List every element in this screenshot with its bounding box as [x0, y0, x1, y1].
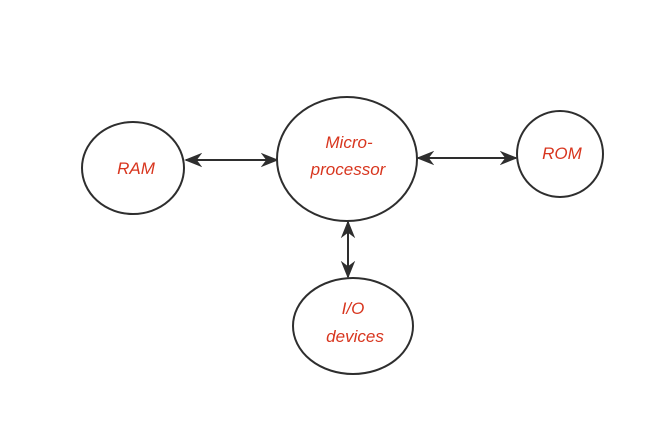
- node-rom: ROM: [516, 110, 604, 198]
- node-io: I/O devices: [292, 277, 414, 375]
- node-microprocessor: Micro- processor: [276, 96, 418, 222]
- node-io-shape: [292, 277, 414, 375]
- node-rom-shape: [516, 110, 604, 198]
- edges: [184, 150, 518, 279]
- node-io-label-line2: devices: [326, 327, 384, 346]
- node-ram-shape: [81, 121, 185, 215]
- node-microprocessor-label-line2: processor: [310, 160, 387, 179]
- node-io-label-line1: I/O: [342, 299, 365, 318]
- node-ram: RAM: [81, 121, 185, 215]
- node-ram-label: RAM: [117, 159, 156, 178]
- node-rom-label: ROM: [542, 144, 583, 163]
- node-microprocessor-label-line1: Micro-: [325, 133, 373, 152]
- node-microprocessor-shape: [276, 96, 418, 222]
